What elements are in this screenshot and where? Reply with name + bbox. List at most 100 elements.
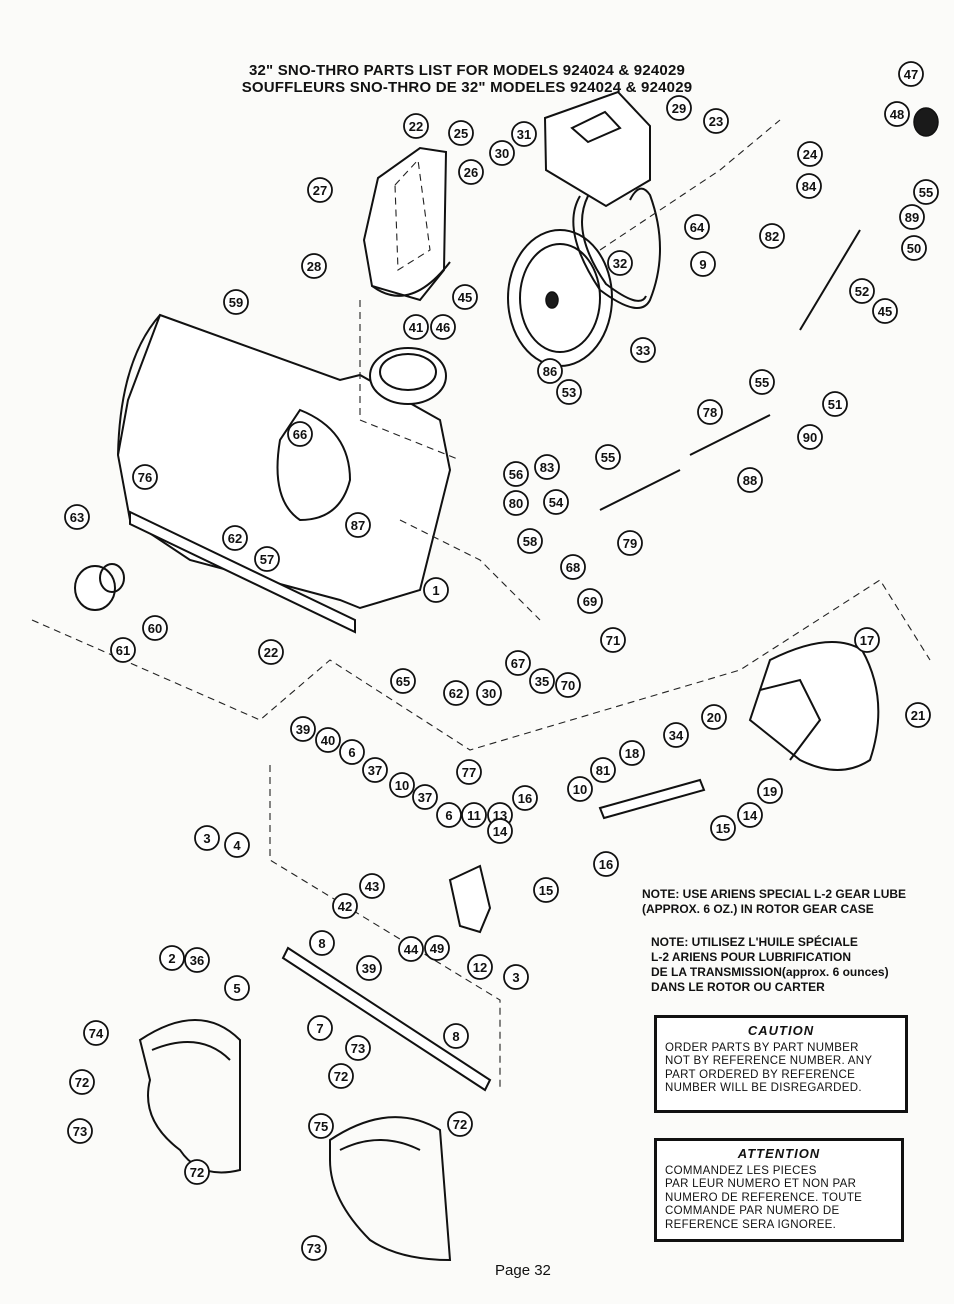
callout-circle	[223, 289, 249, 315]
callout-number: 8	[452, 1029, 459, 1044]
callout-53: 53	[556, 379, 582, 405]
callout-circle	[759, 223, 785, 249]
callout-number: 55	[755, 375, 769, 390]
attention-line: PAR LEUR NUMERO ET NON PAR	[665, 1178, 857, 1190]
callout-circle	[301, 253, 327, 279]
callout-88: 88	[737, 467, 763, 493]
callout-circle	[543, 489, 569, 515]
scraper-bar	[129, 510, 356, 634]
callout-number: 16	[599, 857, 613, 872]
callout-number: 82	[765, 229, 779, 244]
callout-circle	[448, 120, 474, 146]
callout-number: 8	[318, 936, 325, 951]
callout-circle	[254, 546, 280, 572]
auger-shaft	[281, 946, 492, 1092]
callout-number: 35	[535, 674, 549, 689]
callout-14: 14	[737, 802, 763, 828]
callout-22: 22	[258, 639, 284, 665]
control-rod	[799, 229, 861, 331]
callout-circle	[328, 1063, 354, 1089]
callout-circle	[307, 177, 333, 203]
callout-circle	[797, 424, 823, 450]
callout-84: 84	[796, 173, 822, 199]
callout-circle	[489, 140, 515, 166]
callout-54: 54	[543, 489, 569, 515]
caution-title: CAUTION	[747, 1023, 815, 1038]
callout-15: 15	[710, 815, 736, 841]
callout-48: 48	[884, 101, 910, 127]
callout-10: 10	[567, 776, 593, 802]
callout-circle	[64, 504, 90, 530]
callout-circle	[556, 379, 582, 405]
callout-16: 16	[512, 785, 538, 811]
callout-circle	[436, 802, 462, 828]
bearing-flange	[74, 565, 116, 611]
callout-circle	[308, 1113, 334, 1139]
callout-circle	[901, 235, 927, 261]
callout-circle	[184, 947, 210, 973]
callout-number: 61	[116, 643, 130, 658]
callout-circle	[345, 512, 371, 538]
callout-number: 72	[334, 1069, 348, 1084]
callout-circle	[898, 61, 924, 87]
callout-circle	[423, 577, 449, 603]
callout-14: 14	[487, 818, 513, 844]
callout-number: 31	[517, 127, 531, 142]
callout-circle	[132, 464, 158, 490]
callout-circle	[533, 877, 559, 903]
callout-86: 86	[537, 358, 563, 384]
callout-44: 44	[398, 936, 424, 962]
callout-41: 41	[403, 314, 429, 340]
callout-circle	[224, 975, 250, 1001]
callout-circle	[560, 554, 586, 580]
callout-number: 12	[473, 960, 487, 975]
callout-circle	[430, 314, 456, 340]
callout-number: 22	[409, 119, 423, 134]
callout-19: 19	[757, 778, 783, 804]
callout-circle	[505, 650, 531, 676]
callout-circle	[577, 588, 603, 614]
callout-47: 47	[898, 61, 924, 87]
callout-number: 73	[351, 1041, 365, 1056]
callout-number: 14	[743, 808, 758, 823]
callout-circle	[517, 528, 543, 554]
callout-number: 6	[445, 808, 452, 823]
callout-circle	[307, 1015, 333, 1041]
callout-72: 72	[328, 1063, 354, 1089]
callout-1: 1	[423, 577, 449, 603]
callout-number: 72	[75, 1075, 89, 1090]
callout-number: 60	[148, 621, 162, 636]
callout-number: 88	[743, 473, 757, 488]
callout-circle	[737, 467, 763, 493]
callout-42: 42	[332, 893, 358, 919]
attention-line: COMMANDE PAR NUMERO DE	[665, 1205, 840, 1217]
callout-5: 5	[224, 975, 250, 1001]
callout-circle	[424, 935, 450, 961]
attention-line: NUMERO DE REFERENCE. TOUTE	[665, 1191, 863, 1204]
callout-4: 4	[224, 832, 250, 858]
control-knob	[913, 107, 939, 137]
callout-circle	[476, 680, 502, 706]
callout-number: 33	[636, 343, 650, 358]
callout-circle	[224, 832, 250, 858]
callout-circle	[309, 930, 335, 956]
callout-73: 73	[301, 1235, 327, 1261]
callout-number: 28	[307, 259, 321, 274]
callout-circle	[905, 702, 931, 728]
callout-67: 67	[505, 650, 531, 676]
callout-circle	[511, 121, 537, 147]
callout-69: 69	[577, 588, 603, 614]
callout-number: 71	[606, 633, 620, 648]
callout-number: 43	[365, 879, 379, 894]
callout-number: 22	[264, 645, 278, 660]
callout-circle	[487, 818, 513, 844]
callout-circle	[287, 421, 313, 447]
callout-circle	[332, 893, 358, 919]
callout-37: 37	[412, 784, 438, 810]
callout-49: 49	[424, 935, 450, 961]
callout-73: 73	[345, 1035, 371, 1061]
callout-15: 15	[533, 877, 559, 903]
callout-74: 74	[83, 1020, 109, 1046]
callout-circle	[443, 1023, 469, 1049]
callout-number: 15	[539, 883, 553, 898]
